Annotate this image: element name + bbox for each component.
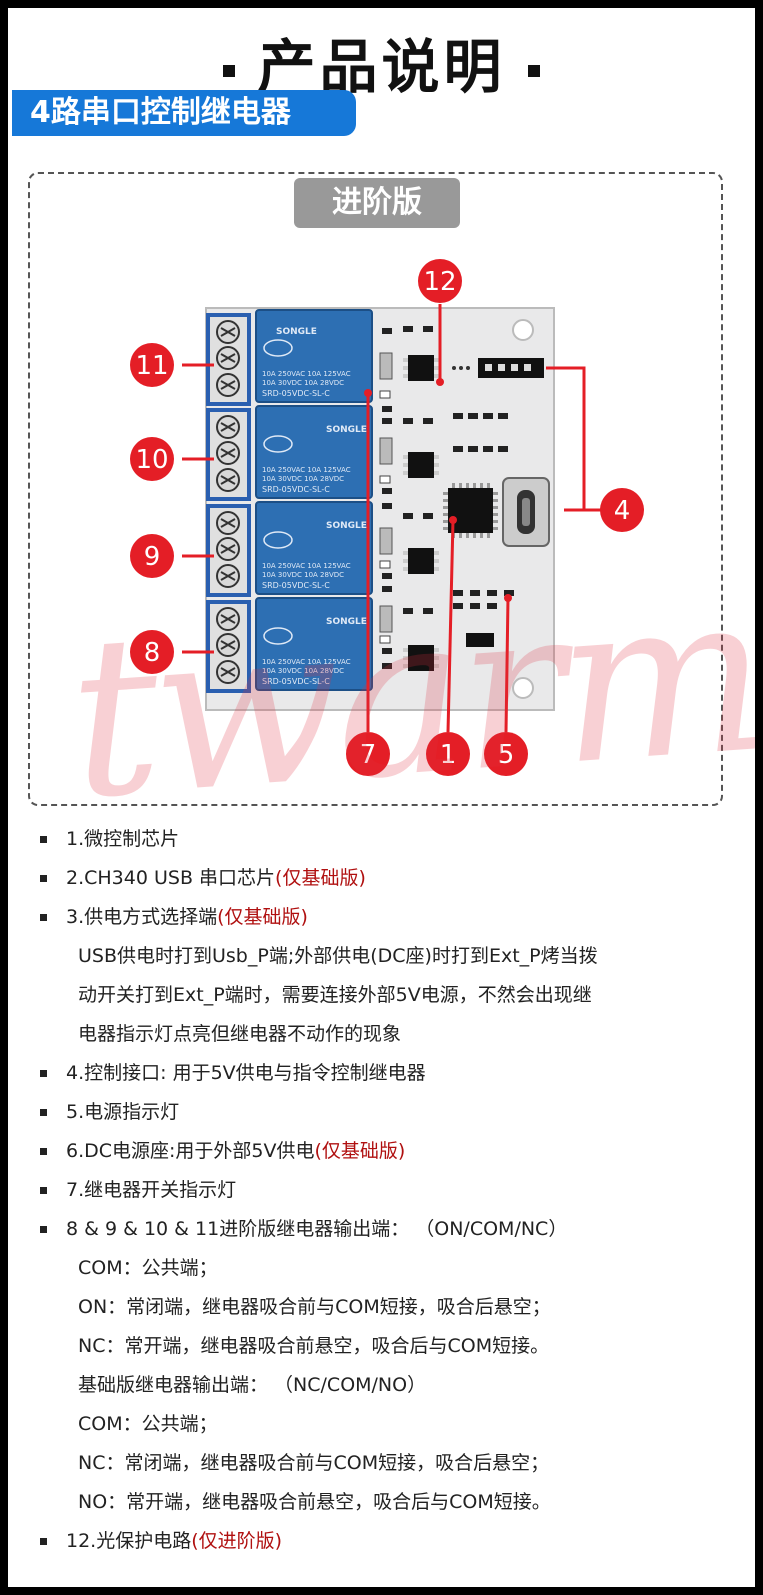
led-relay-3 [379,560,391,569]
callout-5: 5 [484,732,528,776]
list-item: 6.DC电源座:用于外部5V供电(仅基础版) [34,1132,739,1171]
relay-brand: SONGLE [326,521,367,531]
svg-text:8: 8 [144,638,161,668]
terminal-desc-line: COM：公共端； [78,1257,218,1279]
svg-text:12: 12 [423,267,456,297]
relay-brand: SONGLE [276,327,317,337]
relay-model: SRD-05VDC-SL-C [262,389,330,398]
callout-4: 4 [600,488,644,532]
list-item: 3.供电方式选择端(仅基础版) USB供电时打到Usb_P端;外部供电(DC座)… [34,898,739,1054]
cqc-icon [263,435,293,453]
pin-header [452,358,544,378]
list-item: 1.微控制芯片 [34,820,739,859]
list-item: 7.继电器开关指示灯 [34,1171,739,1210]
callout-1: 1 [426,732,470,776]
svg-text:10: 10 [135,445,168,475]
relay-spec1: 10A 250VAC 10A 125VAC [262,466,351,474]
terminal-block-11 [206,313,251,406]
relay-3: SONGLE 10A 250VAC 10A 125VAC 10A 30VDC 1… [255,501,373,595]
cqc-icon [263,339,293,357]
relay-spec1: 10A 250VAC 10A 125VAC [262,370,351,378]
feature-list: 1.微控制芯片 2.CH340 USB 串口芯片(仅基础版) 3.供电方式选择端… [34,820,739,1561]
callout-11: 11 [130,343,174,387]
callout-9: 9 [130,534,174,578]
relay-model: SRD-05VDC-SL-C [262,581,330,590]
svg-text:1: 1 [440,740,457,770]
watermark: twarm [61,544,755,848]
callout-8: 8 [130,630,174,674]
relay-spec1: 10A 250VAC 10A 125VAC [262,658,351,666]
relay-brand: SONGLE [326,617,367,627]
led-relay-2 [379,475,391,484]
terminal-desc-line: NC：常闭端，继电器吸合前与COM短接，吸合后悬空； [78,1452,550,1474]
relay-model: SRD-05VDC-SL-C [262,677,330,686]
title-text: 产品说明 [257,33,506,101]
relay-spec2: 10A 30VDC 10A 28VDC [262,475,344,483]
terminal-block-10 [206,408,251,501]
resistor-array [453,413,514,647]
terminal-block-9 [206,504,251,597]
item3-desc-line: USB供电时打到Usb_P端;外部供电(DC座)时打到Ext_P烤当拨 [78,945,598,967]
relay-spec1: 10A 250VAC 10A 125VAC [262,562,351,570]
svg-text:9: 9 [144,542,161,572]
list-item: 8 & 9 & 10 & 11进阶版继电器输出端： （ON/COM/NC） CO… [34,1210,739,1522]
svg-text:11: 11 [135,351,168,381]
image-frame [28,172,723,806]
relay-model: SRD-05VDC-SL-C [262,485,330,494]
callout-7: 7 [346,732,390,776]
item3-desc-line: 动开关打到Ext_P端时，需要连接外部5V电源，不然会出现继 [78,984,592,1006]
usb-c-port [502,477,550,547]
relay-spec2: 10A 30VDC 10A 28VDC [262,667,344,675]
terminal-desc-line: 基础版继电器输出端： （NC/COM/NO） [78,1374,427,1396]
cqc-icon [263,627,293,645]
led-relay-4 [379,635,391,644]
terminal-desc-line: ON：常闭端，继电器吸合前与COM短接，吸合后悬空； [78,1296,551,1318]
relay-4: SONGLE 10A 250VAC 10A 125VAC 10A 30VDC 1… [255,597,373,691]
item3-desc-line: 电器指示灯点亮但继电器不动作的现象 [78,1023,402,1045]
mount-hole [512,677,534,699]
version-tag: 进阶版 [294,178,460,228]
callout-10: 10 [130,437,174,481]
passive-components [379,328,393,669]
svg-text:4: 4 [614,496,631,526]
section-banner: 4路串口控制继电器 [12,90,356,136]
list-item: 4.控制接口: 用于5V供电与指令控制继电器 [34,1054,739,1093]
led-relay-1 [379,390,391,399]
terminal-desc-line: NO：常开端，继电器吸合前悬空，吸合后与COM短接。 [78,1491,551,1513]
title-square-right [527,64,540,77]
list-item: 2.CH340 USB 串口芯片(仅基础版) [34,859,739,898]
relay-spec2: 10A 30VDC 10A 28VDC [262,379,344,387]
relay-1: SONGLE 10A 250VAC 10A 125VAC 10A 30VDC 1… [255,309,373,403]
list-item: 5.电源指示灯 [34,1093,739,1132]
cqc-icon [263,531,293,549]
relay-board-diagram: SONGLE 10A 250VAC 10A 125VAC 10A 30VDC 1… [130,259,644,776]
callout-12: 12 [418,259,462,303]
terminal-desc-line: COM：公共端； [78,1413,218,1435]
terminal-desc-line: NC：常开端，继电器吸合前悬空，吸合后与COM短接。 [78,1335,550,1357]
microcontroller-chip [443,483,498,538]
svg-text:7: 7 [360,740,377,770]
svg-text:5: 5 [498,740,515,770]
relay-2: SONGLE 10A 250VAC 10A 125VAC 10A 30VDC 1… [255,405,373,499]
page-title: 产品说明 [8,20,755,104]
product-page: 产品说明 4路串口控制继电器 进阶版 [8,8,755,1587]
mount-hole [512,319,534,341]
title-square-left [223,64,236,77]
relay-spec2: 10A 30VDC 10A 28VDC [262,571,344,579]
terminal-block-8 [206,600,251,693]
relay-brand: SONGLE [326,425,367,435]
list-item: 12.光保护电路(仅进阶版) [34,1522,739,1561]
